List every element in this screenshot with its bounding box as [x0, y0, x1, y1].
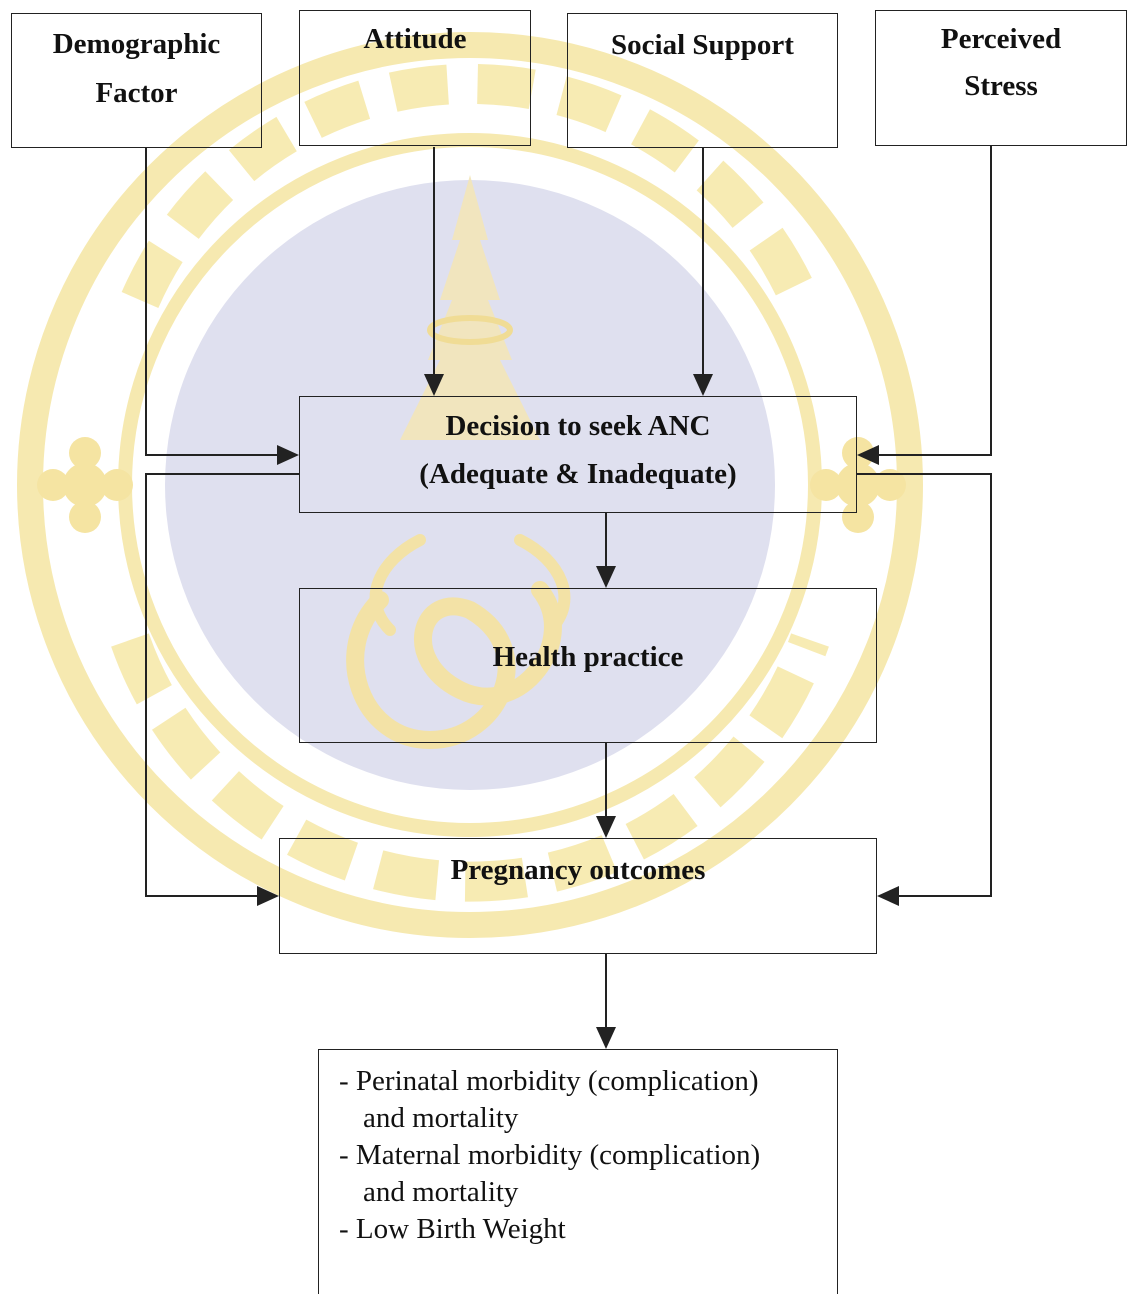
seal-flower-right [810, 437, 906, 533]
decision-label-line2: (Adequate & Inadequate) [419, 458, 737, 490]
outcome-item-line1: - Perinatal morbidity (complication) [339, 1065, 759, 1097]
outcome-item-line2: and mortality [363, 1102, 519, 1134]
outcome-item: - Perinatal morbidity (complication) and… [339, 1063, 837, 1137]
health-practice-label: Health practice [492, 641, 684, 673]
outcome-list: - Perinatal morbidity (complication) and… [319, 1050, 837, 1248]
social-support-box: Social Support [567, 13, 838, 148]
arrow-demographic-to-decision [145, 148, 299, 465]
seal-disc [165, 180, 775, 790]
arrow-stress-to-decision [857, 146, 992, 465]
seal-knot-emblem-2 [369, 534, 426, 636]
health-practice-box: Health practice [299, 588, 877, 743]
arrow-right-bypass-to-pregnancy [857, 473, 992, 906]
outcome-item-line1: - Maternal morbidity (complication) [339, 1139, 761, 1171]
outcome-item: - Low Birth Weight [339, 1211, 837, 1248]
perceived-stress-label-line2: Stress [964, 70, 1038, 102]
demographic-factor-box: Demographic Factor [11, 13, 262, 148]
attitude-label: Attitude [363, 23, 467, 55]
outcome-item-line1: - Low Birth Weight [339, 1213, 566, 1245]
seal-crown-band [427, 315, 513, 345]
seal-flower-left [37, 437, 133, 533]
social-support-label: Social Support [611, 29, 794, 61]
seal-knot-emblem-3 [514, 534, 571, 636]
seal-lettering-arc-bottom [111, 633, 829, 902]
seal-knot-emblem [346, 581, 562, 750]
decision-to-seek-anc-box: Decision to seek ANC (Adequate & Inadequ… [299, 396, 857, 513]
seal-lettering-arc-top [121, 63, 819, 309]
perceived-stress-box: Perceived Stress [875, 10, 1127, 146]
outcome-item: - Maternal morbidity (complication) and … [339, 1137, 837, 1211]
seal-outer-ring [17, 32, 923, 938]
pregnancy-outcomes-box: Pregnancy outcomes [279, 838, 877, 954]
demographic-factor-label-line2: Factor [95, 77, 178, 109]
pregnancy-outcomes-label: Pregnancy outcomes [450, 854, 706, 886]
outcome-list-box: - Perinatal morbidity (complication) and… [318, 1049, 838, 1294]
attitude-box: Attitude [299, 10, 531, 146]
arrow-left-bypass-to-pregnancy [145, 473, 299, 906]
decision-label-line1: Decision to seek ANC [445, 410, 711, 442]
perceived-stress-label-line1: Perceived [940, 23, 1062, 55]
outcome-item-line2: and mortality [363, 1176, 519, 1208]
demographic-factor-label-line1: Demographic [52, 28, 221, 60]
